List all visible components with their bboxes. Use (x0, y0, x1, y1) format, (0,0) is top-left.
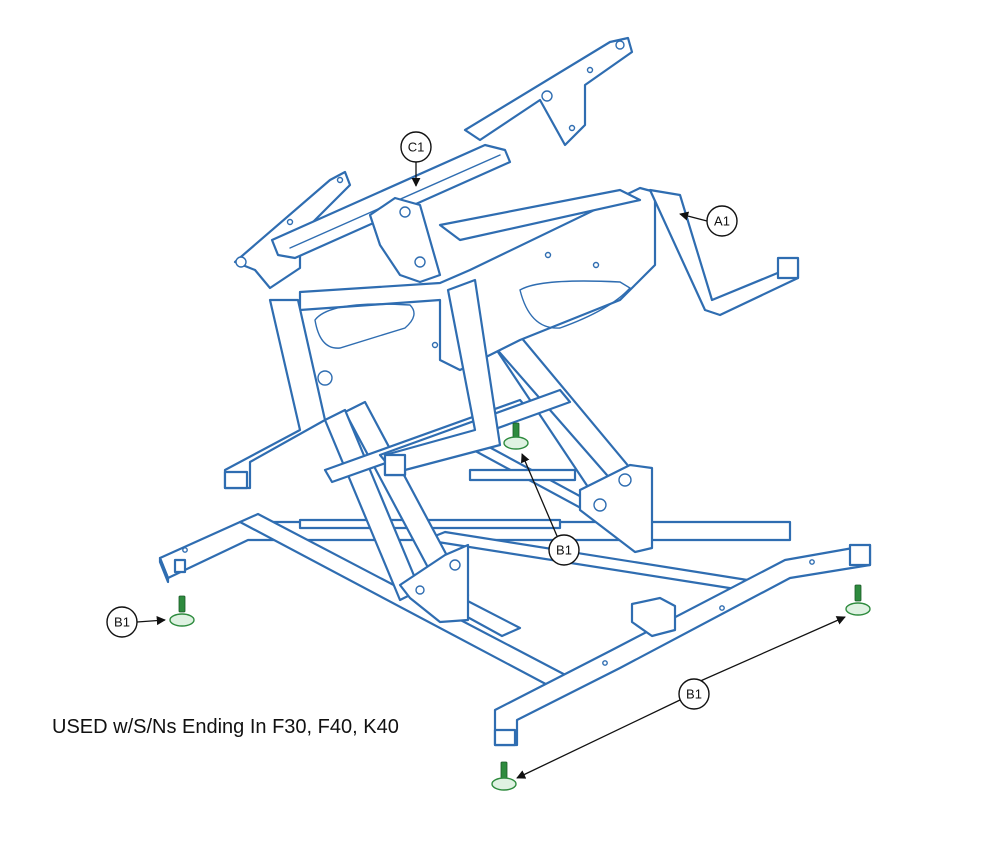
callout-c1-label: C1 (408, 140, 425, 155)
back-bracket-assembly (233, 36, 642, 290)
callout-b1-right-label: B1 (686, 687, 702, 702)
glide-front (491, 761, 517, 791)
callout-b1-center: B1 (521, 453, 580, 566)
callout-a1-label: A1 (714, 214, 730, 229)
seat-frame (223, 186, 800, 490)
callout-a1: A1 (679, 205, 738, 237)
callout-b1-center-label: B1 (556, 543, 572, 558)
glide-right (845, 584, 871, 616)
glide-left (169, 595, 195, 627)
callout-b1-left-label: B1 (114, 615, 130, 630)
callout-b1-left: B1 (106, 606, 166, 638)
callout-c1: C1 (400, 131, 432, 187)
serial-number-caption: USED w/S/Ns Ending In F30, F40, K40 (52, 716, 399, 738)
glide-center (503, 422, 529, 450)
callout-b1-right: B1 (516, 616, 846, 779)
